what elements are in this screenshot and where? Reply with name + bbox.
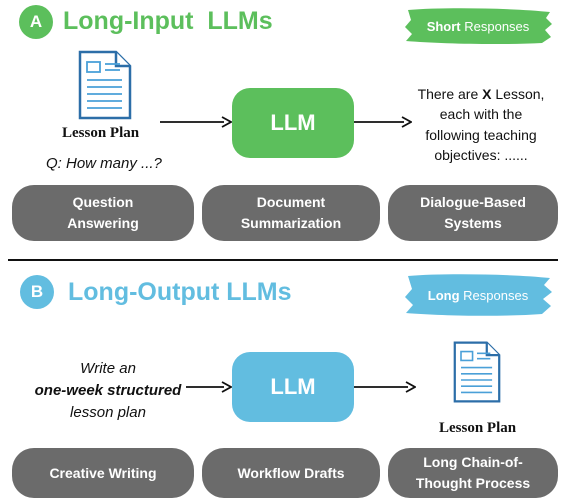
blue-brush-stroke <box>405 274 552 316</box>
output-doc-label: Lesson Plan <box>439 420 517 436</box>
pill-creative-writing: Creative Writing <box>12 448 194 498</box>
long-responses-label: Long Responses <box>427 287 529 303</box>
lesson-plan-document-icon <box>78 50 132 120</box>
arrow-input-to-llm-a <box>160 116 232 128</box>
section-divider <box>8 259 558 261</box>
arrow-llm-to-output-b <box>354 381 416 393</box>
arrow-llm-to-output-a <box>354 116 412 128</box>
green-brush-stroke <box>405 8 552 45</box>
short-responses-tag: Short Responses <box>402 6 554 46</box>
pill-workflow-drafts: Workflow Drafts <box>202 448 380 498</box>
short-response-output-text: There are X Lesson, each with the follow… <box>417 86 545 163</box>
section-b-title: Long-Output LLMs <box>68 278 292 306</box>
section-a-badge: A <box>19 5 53 39</box>
prompt-text: Write an one-week structured lesson plan <box>34 360 182 421</box>
short-responses-label: Short Responses <box>426 18 530 34</box>
question-text: Q: How many ...? <box>46 155 162 172</box>
llm-box-a: LLM <box>232 88 354 158</box>
llm-box-b: LLM <box>232 352 354 422</box>
pill-long-chain-of-thought: Long Chain-of-Thought Process <box>388 448 558 498</box>
input-doc-label: Lesson Plan <box>62 125 140 141</box>
arrow-prompt-to-llm-b <box>186 381 232 393</box>
section-a-title: Long-Input LLMs <box>63 7 273 35</box>
section-b-badge: B <box>20 275 54 309</box>
lesson-plan-document-icon-output <box>453 340 501 404</box>
long-responses-tag: Long Responses <box>402 272 554 318</box>
